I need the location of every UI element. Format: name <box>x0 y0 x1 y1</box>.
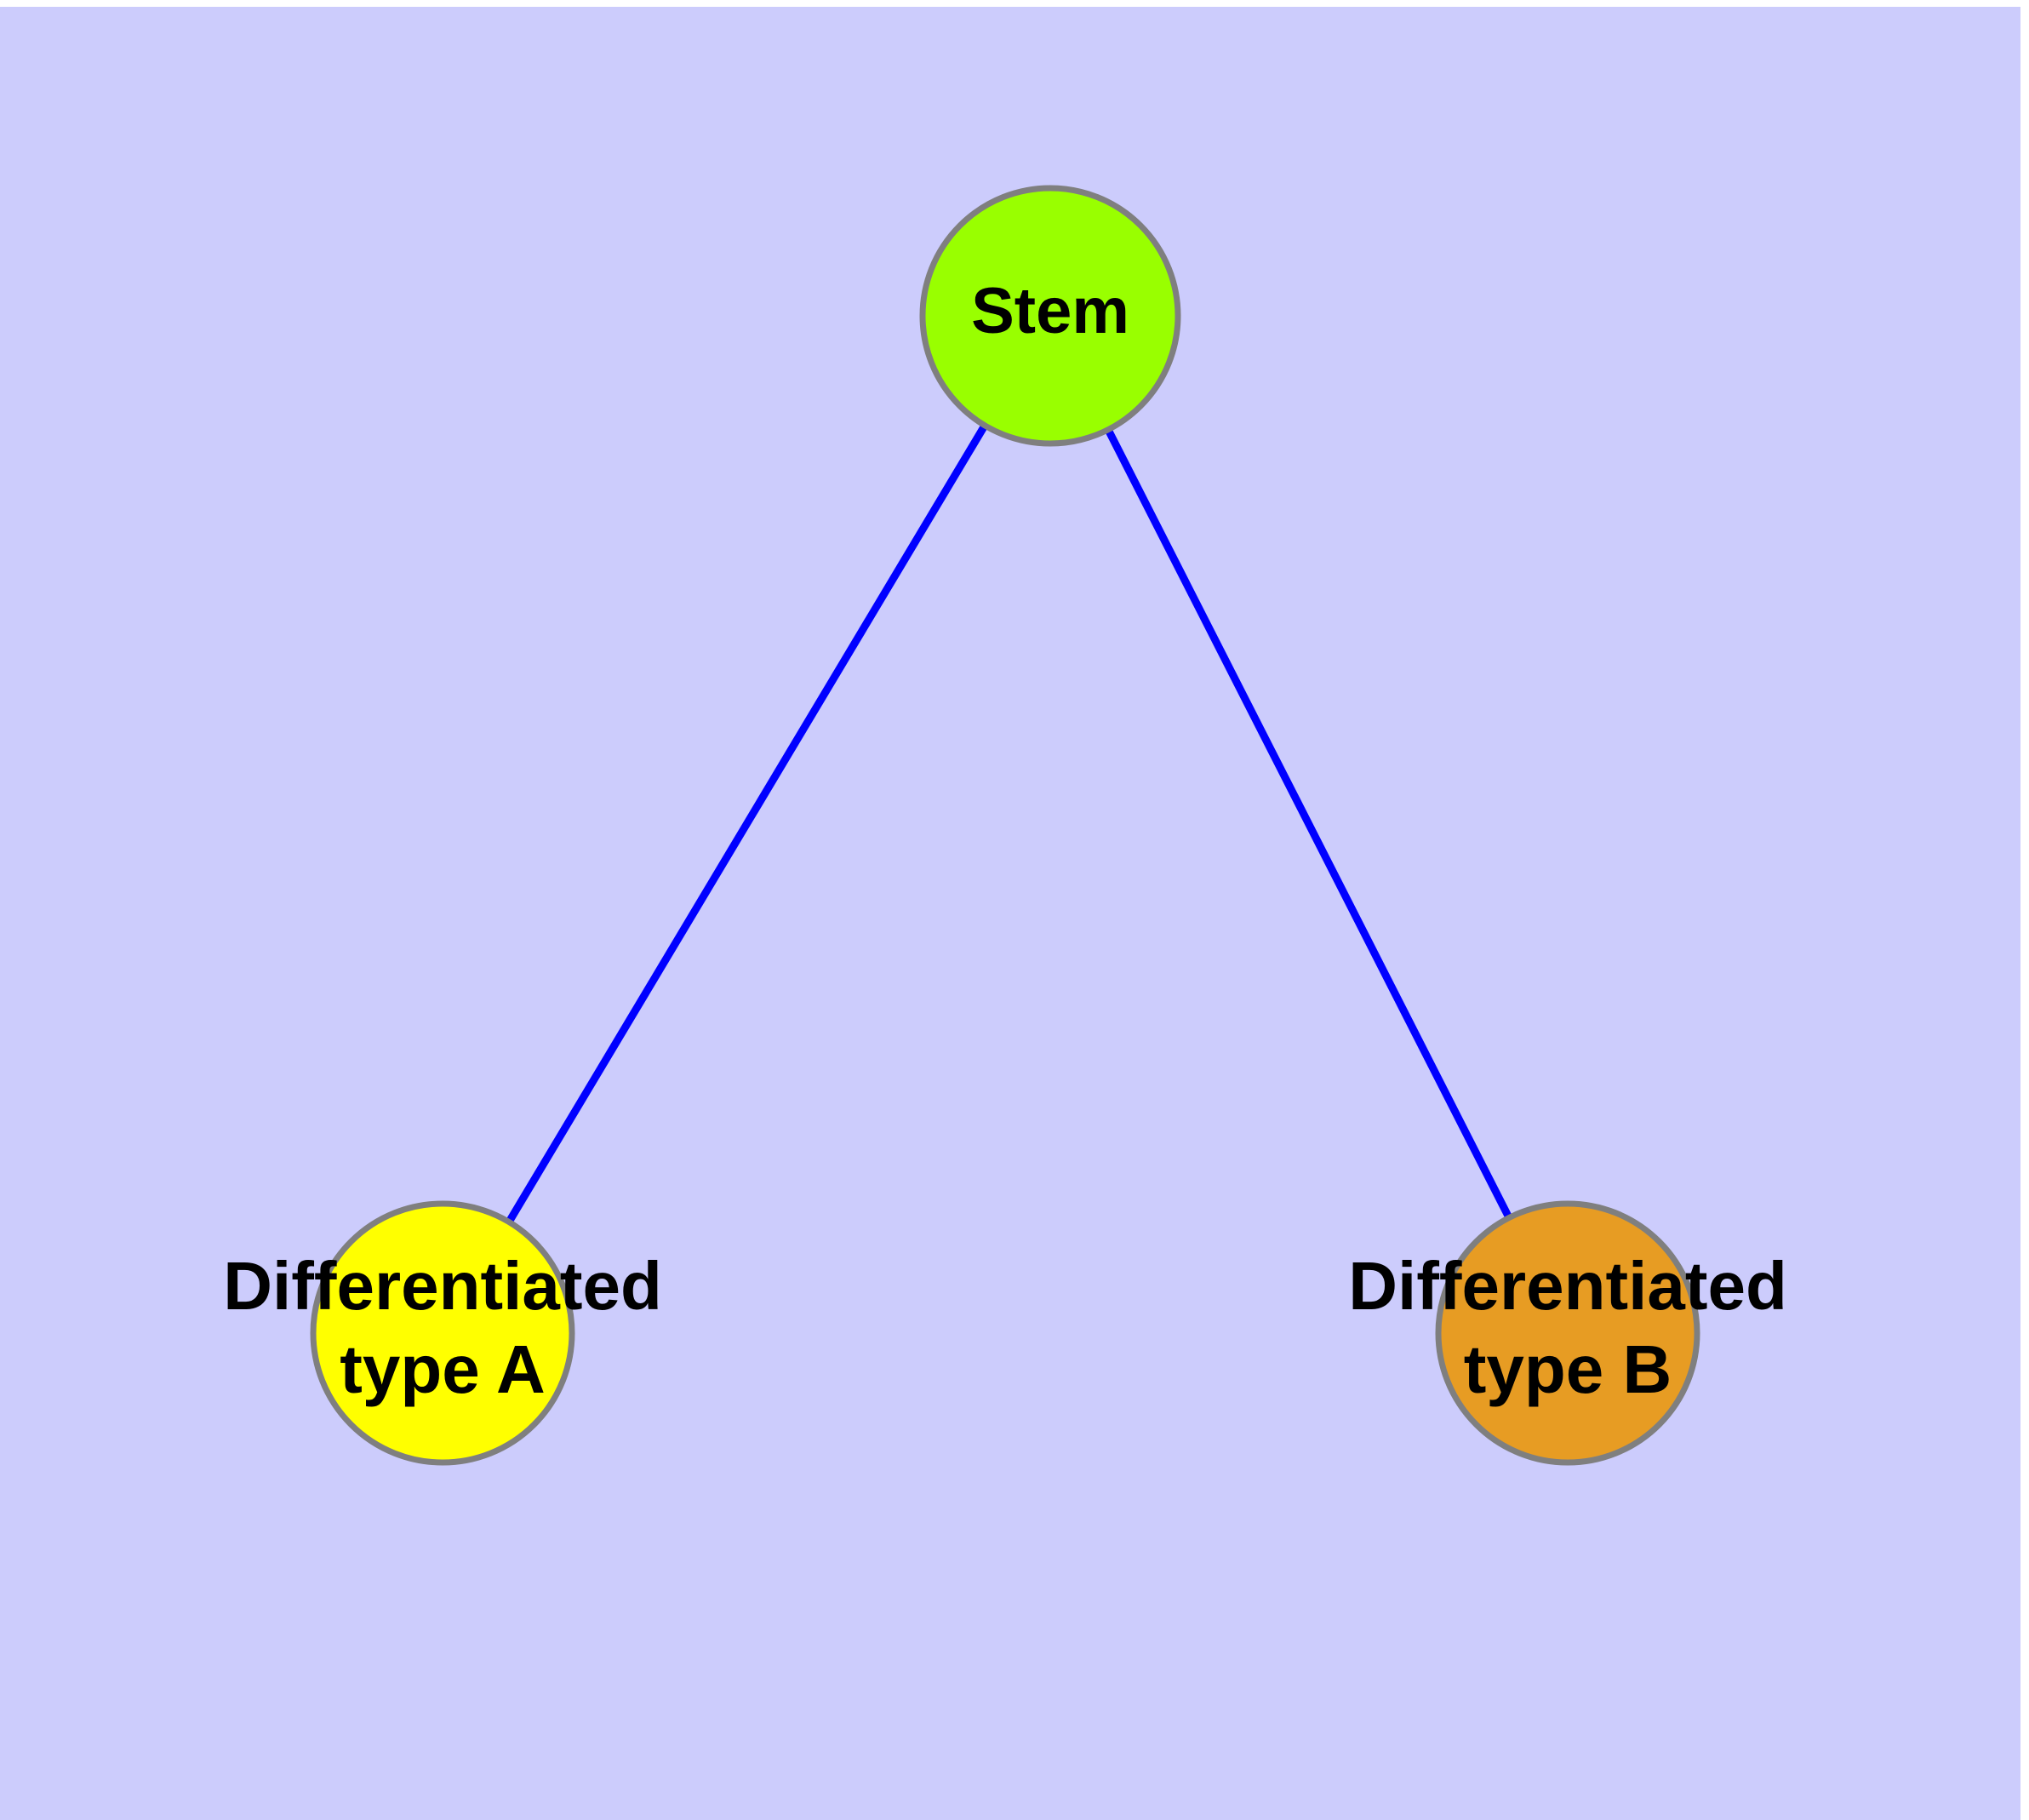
node-stem[interactable]: Stem <box>919 185 1181 447</box>
node-layer: Stem Differentiated type A Differentiate… <box>223 185 1787 1466</box>
node-differentiated-type-b-circle[interactable] <box>1435 1200 1700 1466</box>
node-differentiated-type-b-label-line1: Differentiated <box>1348 1248 1787 1324</box>
node-differentiated-type-a-label-line2: type A <box>340 1331 546 1407</box>
node-differentiated-type-a-circle[interactable] <box>310 1200 575 1466</box>
node-differentiated-type-b[interactable]: Differentiated type B <box>1348 1200 1787 1466</box>
edge-stem-to-differentiated-type-a[interactable] <box>506 425 987 1223</box>
node-differentiated-type-b-label-line2: type B <box>1464 1331 1672 1407</box>
node-differentiated-type-a[interactable]: Differentiated type A <box>223 1200 662 1466</box>
node-differentiated-type-a-label-line1: Differentiated <box>223 1248 662 1324</box>
node-stem-circle[interactable] <box>919 185 1181 447</box>
edge-layer <box>506 425 1512 1223</box>
node-stem-label: Stem <box>971 275 1129 347</box>
edge-stem-to-differentiated-type-b[interactable] <box>1105 429 1512 1218</box>
